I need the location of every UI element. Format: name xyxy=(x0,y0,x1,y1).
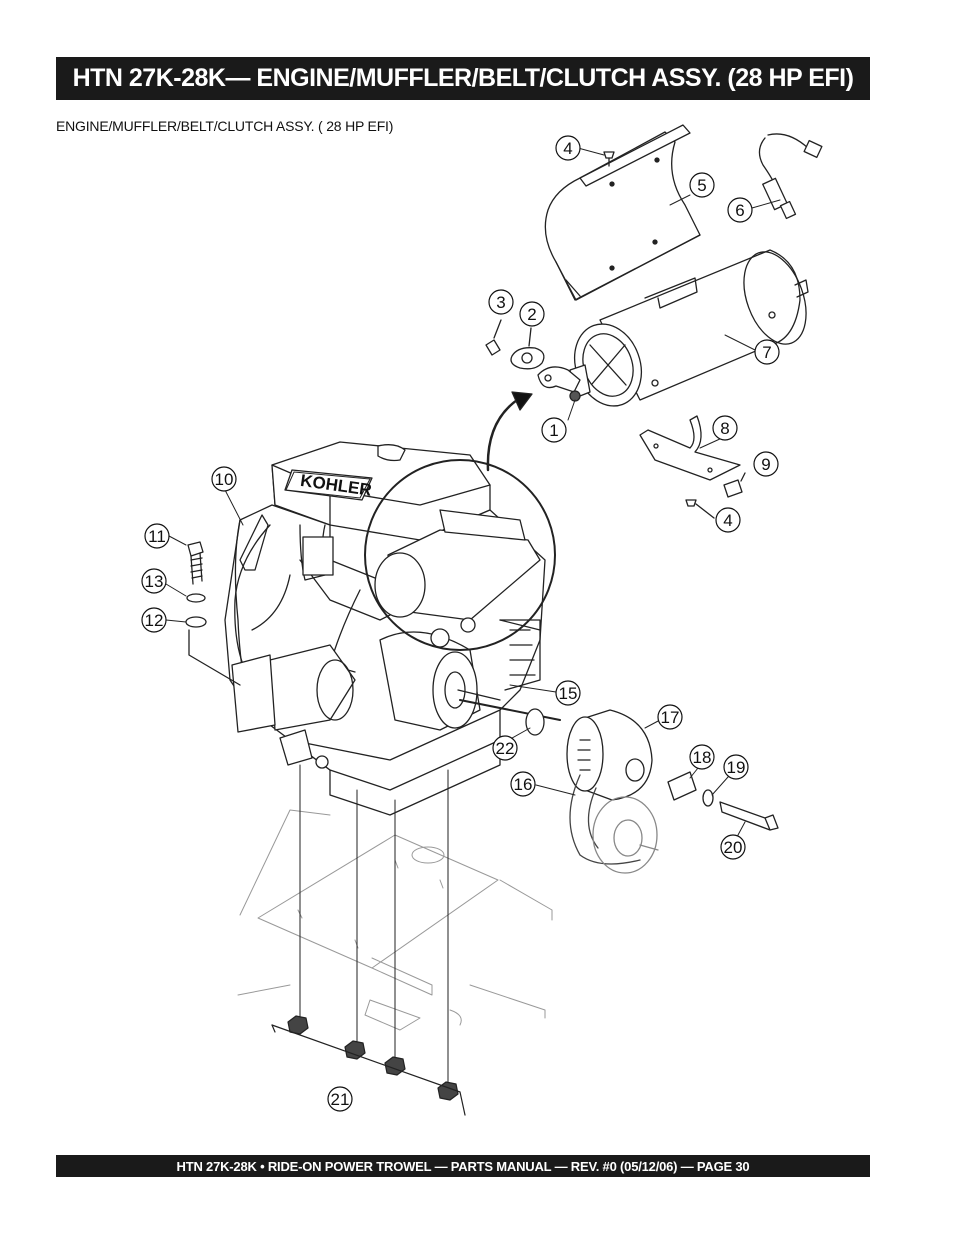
callout-5: 5 xyxy=(697,176,706,195)
callout-15: 15 xyxy=(559,684,578,703)
callout-1: 1 xyxy=(549,421,558,440)
screw-part xyxy=(603,151,615,167)
screw-part-lower xyxy=(685,499,715,519)
callout-10: 10 xyxy=(215,470,234,489)
heat-shield-part xyxy=(544,124,701,301)
bolt-leader-line xyxy=(188,629,241,686)
kohler-logo: KOHLER xyxy=(285,471,373,500)
callout-19: 19 xyxy=(727,758,746,777)
section-subtitle: ENGINE/MUFFLER/BELT/CLUTCH ASSY. ( 28 HP… xyxy=(56,118,394,134)
o2-sensor-part xyxy=(758,133,823,220)
callout-7: 7 xyxy=(762,343,771,362)
spacer-part xyxy=(667,771,697,801)
stud-part xyxy=(485,319,502,356)
callout-20: 20 xyxy=(724,838,743,857)
callout-13: 13 xyxy=(145,572,164,591)
callout-6: 6 xyxy=(735,201,744,220)
gearbox-pulley xyxy=(592,796,659,874)
callout-11: 11 xyxy=(148,527,166,546)
muffler-bracket-part xyxy=(639,415,741,481)
flat-washer-part xyxy=(185,616,207,628)
callout-3: 3 xyxy=(496,293,505,312)
callout-16: 16 xyxy=(514,775,533,794)
drive-belt-part xyxy=(569,774,641,865)
callout-numbers: 4 5 6 3 2 7 1 8 9 4 10 11 13 12 15 17 22… xyxy=(145,139,772,1109)
lock-nut-parts xyxy=(271,1015,466,1116)
bolt-part xyxy=(723,472,746,498)
gasket-part xyxy=(510,327,545,370)
callout-labels xyxy=(141,135,780,1112)
callout-8: 8 xyxy=(720,419,729,438)
detail-arrow xyxy=(486,391,533,472)
clutch-washer-part xyxy=(702,789,714,807)
callout-18: 18 xyxy=(693,748,712,767)
callout-9: 9 xyxy=(761,455,770,474)
detail-magnifier-circle xyxy=(364,459,556,651)
callout-17: 17 xyxy=(661,708,680,727)
callout-4: 4 xyxy=(563,139,572,158)
callout-21: 21 xyxy=(331,1090,350,1109)
alignment-lines xyxy=(299,764,449,1086)
exhaust-flange-part xyxy=(537,366,581,402)
shaft-washer-part xyxy=(525,708,545,736)
page-footer: HTN 27K-28K • RIDE-ON POWER TROWEL — PAR… xyxy=(56,1155,870,1177)
callout-4-lower: 4 xyxy=(723,511,732,530)
page-title: HTN 27K-28K— ENGINE/MUFFLER/BELT/CLUTCH … xyxy=(56,57,870,100)
callout-22: 22 xyxy=(496,739,515,758)
mount-bolt-part xyxy=(187,541,204,585)
magnified-muffler-detail xyxy=(374,509,541,648)
clutch-part xyxy=(566,709,653,801)
lock-washer-part xyxy=(186,593,206,603)
callout-12: 12 xyxy=(145,611,164,630)
clutch-bolt-part xyxy=(719,801,779,831)
callout-2: 2 xyxy=(527,305,536,324)
